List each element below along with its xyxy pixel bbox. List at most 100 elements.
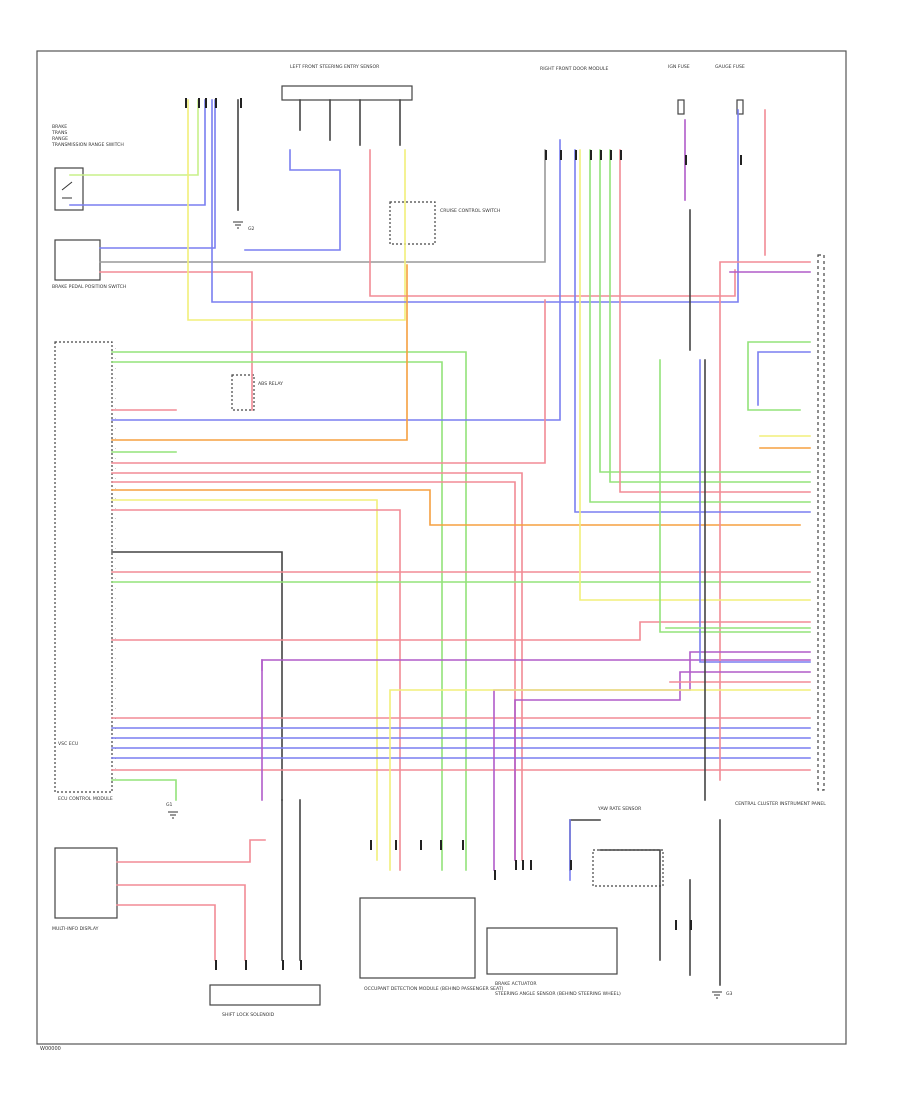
- connector-pin: [590, 150, 592, 160]
- connector-pin: [560, 150, 562, 160]
- ecu-pin-tick: ·: [115, 476, 116, 481]
- ecu-pin-tick: ·: [115, 696, 116, 701]
- connector-pin: [494, 870, 496, 880]
- ecu-pin-tick: ·: [115, 416, 116, 421]
- svg-text:TRANS: TRANS: [51, 130, 67, 136]
- wire-blue-53: [699, 359, 811, 663]
- wire-red-64: [116, 904, 216, 961]
- connector-pin: [215, 98, 217, 108]
- wire-red-25: [111, 509, 401, 871]
- brake-actuator-label: BRAKE ACTUATOR: [495, 981, 537, 987]
- ecu-pin-tick: ·: [115, 466, 116, 471]
- connector-pin: [690, 920, 692, 930]
- brake-switch-label: BRAKE PEDAL POSITION SWITCH: [52, 284, 126, 290]
- ecu-pin-tick: ·: [115, 746, 116, 751]
- ecu-pin-tick: ·: [115, 376, 116, 381]
- info-display-label: MULTI-INFO DISPLAY: [52, 926, 99, 932]
- connector-pin: [370, 840, 372, 850]
- connector-pin: [395, 840, 397, 850]
- wire-purple-52: [493, 651, 811, 871]
- connector-pin: [740, 155, 742, 165]
- svg-text:G2: G2: [248, 226, 255, 232]
- wire-red-20: [111, 299, 546, 464]
- connector-pin: [420, 840, 422, 850]
- connector-pin: [685, 155, 687, 165]
- ecu-pin-tick: ·: [115, 406, 116, 411]
- ecu-pin-tick: ·: [115, 396, 116, 401]
- ecu-pin-tick: ·: [115, 616, 116, 621]
- junction-top: LEFT FRONT STEERING ENTRY SENSOR: [281, 64, 413, 101]
- wire-green-41: [747, 341, 811, 411]
- seat-module-label: OCCUPANT DETECTION MODULE (BEHIND PASSEN…: [364, 986, 504, 992]
- wire-green-14: [111, 351, 467, 871]
- connector-pin: [620, 150, 622, 160]
- ecu-pin-tick: ·: [115, 356, 116, 361]
- ecu-pin-tick: ·: [115, 516, 116, 521]
- connector-pin: [545, 150, 547, 160]
- junction-top-label: LEFT FRONT STEERING ENTRY SENSOR: [290, 64, 380, 70]
- ecu-pin-tick: ·: [115, 586, 116, 591]
- ecu-pin-tick: ·: [115, 496, 116, 501]
- ecu-pin-tick: ·: [115, 566, 116, 571]
- ecu-pin-tick: ·: [115, 426, 116, 431]
- wire-black-67: [569, 819, 601, 871]
- ecu-pin-tick: ·: [115, 636, 116, 641]
- wire-purple-54: [514, 671, 811, 861]
- brake-actuator: BRAKE ACTUATOR STEERING ANGLE SENSOR (BE…: [486, 927, 621, 997]
- svg-text:RANGE: RANGE: [52, 136, 68, 142]
- transmission-label: TRANSMISSION RANGE SWITCH: [51, 142, 124, 148]
- ecu-pin-tick: ·: [115, 706, 116, 711]
- wire-red-63: [116, 884, 246, 961]
- connector-pin: [185, 98, 187, 108]
- connector-pin: [462, 840, 464, 850]
- body-control-label: RIGHT FRONT DOOR MODULE: [540, 66, 608, 72]
- ecu-pin-tick: ·: [115, 386, 116, 391]
- connector-pin: [522, 860, 524, 870]
- ecu-pin-tick: ·: [115, 736, 116, 741]
- wire-green-45: [599, 149, 811, 473]
- wire-orange-23: [111, 489, 801, 526]
- wire-orange-18: [111, 264, 408, 441]
- connector-pin: [515, 860, 517, 870]
- wire-red-39: [719, 261, 811, 781]
- ecu-pin-tick: ·: [115, 626, 116, 631]
- ecu-pin-tick: ·: [115, 456, 116, 461]
- connector-pin: [282, 960, 284, 970]
- ecu-pin-tick: ·: [115, 366, 116, 371]
- ecu-pin-tick: ·: [115, 546, 116, 551]
- fuse-ign-label: IGN FUSE: [668, 64, 690, 70]
- wire-blue-2: [99, 99, 216, 249]
- wire-blue-17: [111, 139, 561, 421]
- ecu-pin-tick: ·: [115, 646, 116, 651]
- wire-gray-3: [99, 149, 546, 263]
- body-control: RIGHT FRONT DOOR MODULE: [540, 66, 608, 72]
- fuse-ign: IGN FUSE: [668, 64, 690, 115]
- ecu-pin-tick: ·: [115, 656, 116, 661]
- wire-green-36: [111, 779, 177, 801]
- ecu-pin-tick: ·: [115, 776, 116, 781]
- ecu-pin-tick: ·: [115, 676, 116, 681]
- connector-pin: [205, 98, 207, 108]
- wire-blue-9: [244, 149, 341, 251]
- abs-relay-label: ABS RELAY: [258, 381, 283, 387]
- wire-purple-37: [261, 659, 811, 801]
- ecu-pin-tick: ·: [115, 756, 116, 761]
- steering-sensor-label: STEERING ANGLE SENSOR (BEHIND STEERING W…: [495, 991, 621, 997]
- connector-pin: [240, 98, 242, 108]
- wire-red-4: [99, 271, 253, 411]
- ecu-pin-tick: ·: [115, 536, 116, 541]
- ecu-pin-tick: ·: [115, 726, 116, 731]
- ecu-pin-tick: ·: [115, 766, 116, 771]
- transmission-switch: BRAKE TRANS RANGE TRANSMISSION RANGE SWI…: [51, 124, 124, 211]
- wire-red-8: [369, 149, 736, 297]
- wire-green-48: [589, 149, 811, 503]
- ecu-pin-tick: ·: [115, 556, 116, 561]
- ecu-pin-tick: ·: [115, 446, 116, 451]
- wire-yellow-5: [187, 99, 406, 321]
- wire-lightgreen-0: [69, 99, 199, 176]
- connector-pin: [575, 150, 577, 160]
- ecu-pin-tick: ·: [115, 606, 116, 611]
- wire-group: ········································…: [69, 98, 811, 986]
- shift-lock: SHIFT LOCK SOLENOID: [209, 984, 321, 1018]
